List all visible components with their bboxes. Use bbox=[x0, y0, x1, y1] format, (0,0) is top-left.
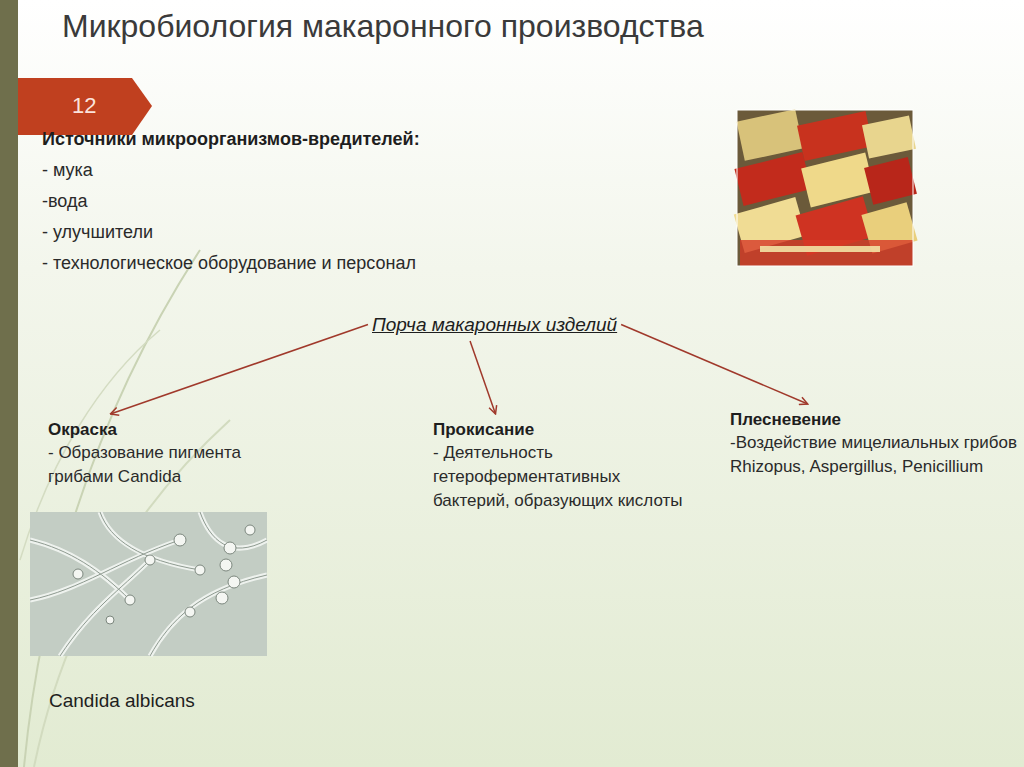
node-heading: Плесневение bbox=[730, 408, 1018, 431]
spoilage-type: Окраска- Образование пигмента грибами Ca… bbox=[48, 418, 308, 489]
arrow-connector bbox=[110, 325, 368, 415]
arrow-connector bbox=[621, 325, 808, 405]
node-body: - Образование пигмента грибами Candida bbox=[48, 441, 308, 489]
slide-title: Микробиология макаронного производства bbox=[62, 8, 704, 45]
arrow-connector bbox=[470, 341, 495, 414]
node-body: - Деятельность гетероферментативных бакт… bbox=[433, 441, 683, 513]
node-heading: Прокисание bbox=[433, 418, 683, 441]
source-item: - технологическое оборудование и персона… bbox=[42, 253, 416, 274]
source-item: -вода bbox=[42, 191, 87, 212]
spoilage-type: Плесневение-Воздействие мицелиальных гри… bbox=[730, 408, 1018, 479]
node-heading: Окраска bbox=[48, 418, 308, 441]
source-item: - улучшители bbox=[42, 222, 153, 243]
pasta-photo bbox=[734, 109, 918, 266]
slide-number-tab bbox=[18, 78, 152, 135]
stem-line bbox=[24, 250, 200, 767]
node-title: Порча макаронных изделий bbox=[372, 312, 617, 337]
sources-heading: Источники микроорганизмов-вредителей: bbox=[42, 129, 420, 150]
central-node: Порча макаронных изделий bbox=[372, 312, 617, 337]
slide-number: 12 bbox=[72, 93, 96, 119]
image-caption: Candida albicans bbox=[49, 690, 195, 712]
node-body: -Воздействие мицелиальных грибов Rhizopu… bbox=[730, 431, 1018, 479]
spoilage-type: Прокисание- Деятельность гетероферментат… bbox=[433, 418, 683, 513]
source-item: - мука bbox=[42, 160, 93, 181]
side-bar bbox=[0, 0, 18, 767]
candida-micrograph bbox=[30, 512, 267, 656]
